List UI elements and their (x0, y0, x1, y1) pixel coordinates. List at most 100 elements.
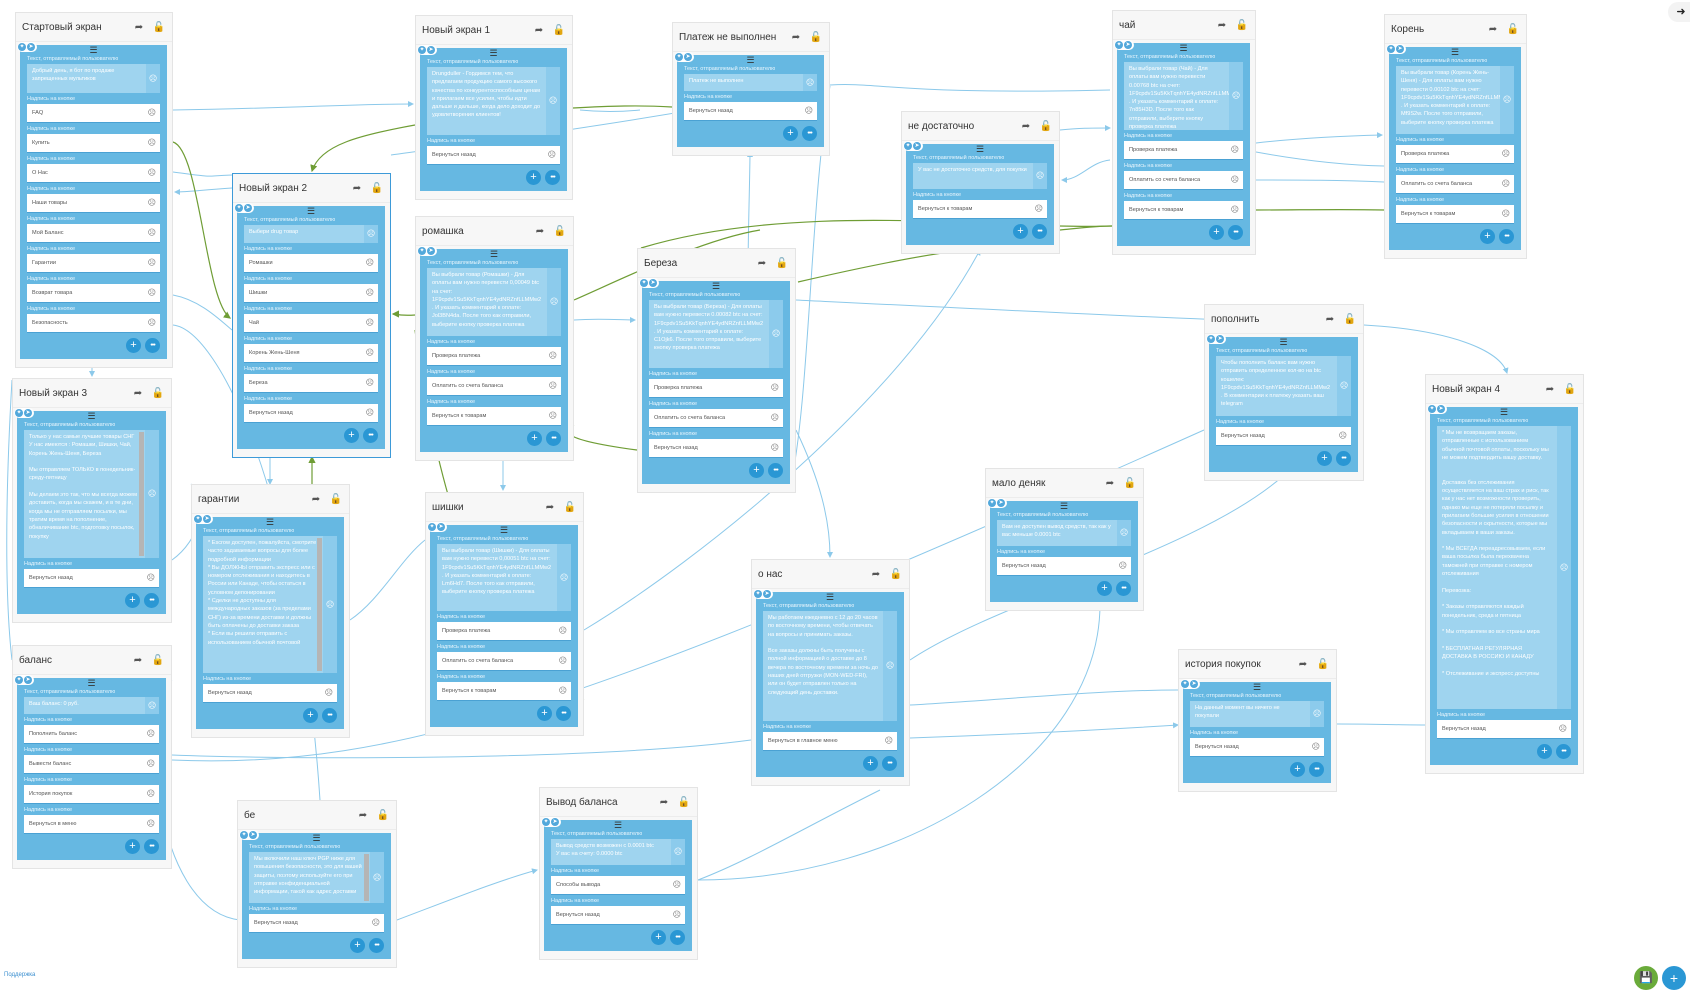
card-title[interactable]: история покупок (1185, 658, 1261, 670)
emoji-icon[interactable]: ☹ (1119, 528, 1129, 537)
drag-handle-icon[interactable]: ☰ (265, 517, 275, 527)
drag-handle-icon[interactable]: ☰ (89, 45, 98, 55)
card-header[interactable]: пополнить ➦ 🔓 (1205, 305, 1363, 334)
drag-handle-icon[interactable]: ☰ (1252, 682, 1262, 692)
emoji-icon[interactable]: ☹ (548, 351, 557, 360)
drag-handle-icon[interactable]: ☰ (489, 48, 498, 58)
more-button[interactable]: ••• (363, 428, 378, 443)
compass-icon[interactable]: ✦ (542, 818, 550, 826)
emoji-icon[interactable]: ☹ (1230, 205, 1239, 214)
emoji-icon[interactable]: ☹ (558, 656, 567, 665)
message-field[interactable]: Выбери drug товар ☹ (244, 225, 378, 243)
screen-card[interactable]: мало деняк ➦ 🔓 ✦ ➤ ☰ Текст, отправляемый… (985, 468, 1144, 611)
message-field[interactable]: Мы включили наш ключ PGP ниже для повыше… (249, 852, 384, 903)
drag-handle-icon[interactable]: ☰ (1279, 337, 1288, 347)
lock-icon[interactable]: 🔓 (329, 493, 343, 505)
button-caption-input[interactable]: Чай ☹ (244, 314, 378, 333)
more-button[interactable]: ••• (1309, 762, 1324, 777)
message-text[interactable]: Чтобы пополнить баланс вам нужно отправи… (1216, 356, 1337, 416)
message-field[interactable]: * Escrow доступен, пожалуйста, смотрите … (203, 536, 337, 673)
button-caption-input[interactable]: О Нас ☹ (27, 164, 160, 183)
more-button[interactable]: ••• (545, 170, 560, 185)
button-caption-input[interactable]: Возврат товара ☹ (27, 284, 160, 303)
screen-card[interactable]: не достаточно ➦ 🔓 ✦ ➤ ☰ Текст, отправляе… (901, 111, 1060, 254)
emoji-icon[interactable]: ☹ (146, 729, 155, 738)
more-button[interactable]: ••• (1032, 224, 1047, 239)
message-text[interactable]: Вы выбрали товар (Ромашки) - Для оплаты … (427, 268, 547, 336)
more-button[interactable]: ••• (1336, 451, 1351, 466)
emoji-icon[interactable]: ☹ (1501, 209, 1510, 218)
share-icon[interactable]: ➦ (1298, 658, 1308, 670)
button-caption-input[interactable]: Вернуться назад ☹ (684, 102, 817, 121)
more-button[interactable]: ••• (1499, 229, 1514, 244)
button-caption-input[interactable]: Оплатить со счета баланса ☹ (649, 409, 783, 428)
emoji-icon[interactable]: ☹ (146, 759, 155, 768)
button-caption-input[interactable]: Проверка платежа ☹ (437, 622, 571, 641)
card-header[interactable]: Новый экран 2 ➦ 🔓 (233, 174, 390, 203)
compass-icon[interactable]: ✦ (235, 204, 243, 212)
arrow-right-icon[interactable]: ➜ (1668, 2, 1690, 22)
emoji-icon[interactable]: ☹ (1034, 204, 1043, 213)
compass-icon[interactable]: ✦ (988, 499, 996, 507)
compass-icon[interactable]: ✦ (1181, 680, 1189, 688)
share-icon[interactable]: ➦ (1325, 313, 1335, 325)
card-header[interactable]: гарантии ➦ 🔓 (192, 485, 349, 514)
emoji-icon[interactable]: ☹ (324, 688, 333, 697)
card-header[interactable]: Корень ➦ 🔓 (1385, 15, 1526, 44)
compass-icon[interactable]: ✦ (240, 831, 248, 839)
lock-icon[interactable]: 🔓 (1039, 120, 1053, 132)
button-caption-input[interactable]: Вернуться назад ☹ (1190, 738, 1324, 757)
scrollbar[interactable] (364, 854, 369, 901)
message-field[interactable]: Вывод средств возможен с 0.0001 btc У ва… (551, 839, 685, 865)
button-caption-input[interactable]: Вернуться назад ☹ (24, 569, 159, 588)
lock-icon[interactable]: 🔓 (809, 31, 823, 43)
telegram-icon[interactable]: ➤ (427, 247, 435, 255)
message-text[interactable]: * Мы не возвращаем заказы, отправленные … (1437, 426, 1557, 709)
share-icon[interactable]: ➦ (659, 796, 669, 808)
more-button[interactable]: ••• (144, 839, 159, 854)
button-caption-input[interactable]: Шишки ☹ (244, 284, 378, 303)
card-header[interactable]: не достаточно ➦ 🔓 (902, 112, 1059, 141)
screen-card[interactable]: Стартовый экран ➦ 🔓 ✦ ➤ ☰ Текст, отправл… (15, 12, 173, 368)
telegram-icon[interactable]: ➤ (1437, 405, 1445, 413)
emoji-icon[interactable]: ☹ (549, 297, 559, 306)
emoji-icon[interactable]: ☹ (1230, 175, 1239, 184)
button-caption-input[interactable]: Проверка платежа ☹ (649, 379, 783, 398)
message-field[interactable]: Мы работаем ежедневно с 12 до 20 часов п… (763, 611, 897, 721)
compass-icon[interactable]: ✦ (15, 676, 23, 684)
message-text[interactable]: Ваш баланс: 0 руб. (24, 697, 145, 714)
more-button[interactable]: ••• (556, 706, 571, 721)
drag-handle-icon[interactable]: ☰ (306, 206, 316, 216)
card-header[interactable]: Новый экран 4 ➦ 🔓 (1426, 375, 1583, 404)
add-button[interactable]: + (303, 708, 318, 723)
emoji-icon[interactable]: ☹ (1338, 431, 1347, 440)
message-text[interactable]: Мы включили наш ключ PGP ниже для повыше… (249, 852, 370, 903)
button-caption-input[interactable]: Купить ☹ (27, 134, 160, 153)
card-title[interactable]: Стартовый экран (22, 21, 102, 33)
screen-card[interactable]: пополнить ➦ 🔓 ✦ ➤ ☰ Текст, отправляемый … (1204, 304, 1364, 481)
lock-icon[interactable]: 🔓 (1343, 313, 1357, 325)
card-title[interactable]: шишки (432, 501, 464, 513)
button-caption-input[interactable]: Пополнить баланс ☹ (24, 725, 159, 744)
add-button[interactable]: + (527, 431, 542, 446)
share-icon[interactable]: ➦ (133, 654, 143, 666)
compass-icon[interactable]: ✦ (904, 142, 912, 150)
message-text[interactable]: Вы выбрали товар (Шишки) - Для оплаты ва… (437, 544, 557, 611)
button-caption-input[interactable]: Вернуться в главное меню ☹ (763, 732, 897, 751)
button-caption-input[interactable]: Вернуться к товарам ☹ (913, 200, 1047, 219)
emoji-icon[interactable]: ☹ (1230, 145, 1239, 154)
emoji-icon[interactable]: ☹ (146, 789, 155, 798)
emoji-icon[interactable]: ☹ (548, 96, 558, 105)
button-caption-input[interactable]: Безопасность ☹ (27, 314, 160, 333)
compass-icon[interactable]: ✦ (1387, 45, 1395, 53)
emoji-icon[interactable]: ☹ (146, 573, 155, 582)
emoji-icon[interactable]: ☹ (147, 228, 156, 237)
telegram-icon[interactable]: ➤ (1124, 41, 1132, 49)
add-button[interactable]: + (651, 930, 666, 945)
telegram-icon[interactable]: ➤ (684, 53, 692, 61)
telegram-icon[interactable]: ➤ (913, 142, 921, 150)
compass-icon[interactable]: ✦ (194, 515, 202, 523)
emoji-icon[interactable]: ☹ (147, 108, 156, 117)
share-icon[interactable]: ➦ (1021, 120, 1031, 132)
emoji-icon[interactable]: ☹ (147, 489, 157, 498)
